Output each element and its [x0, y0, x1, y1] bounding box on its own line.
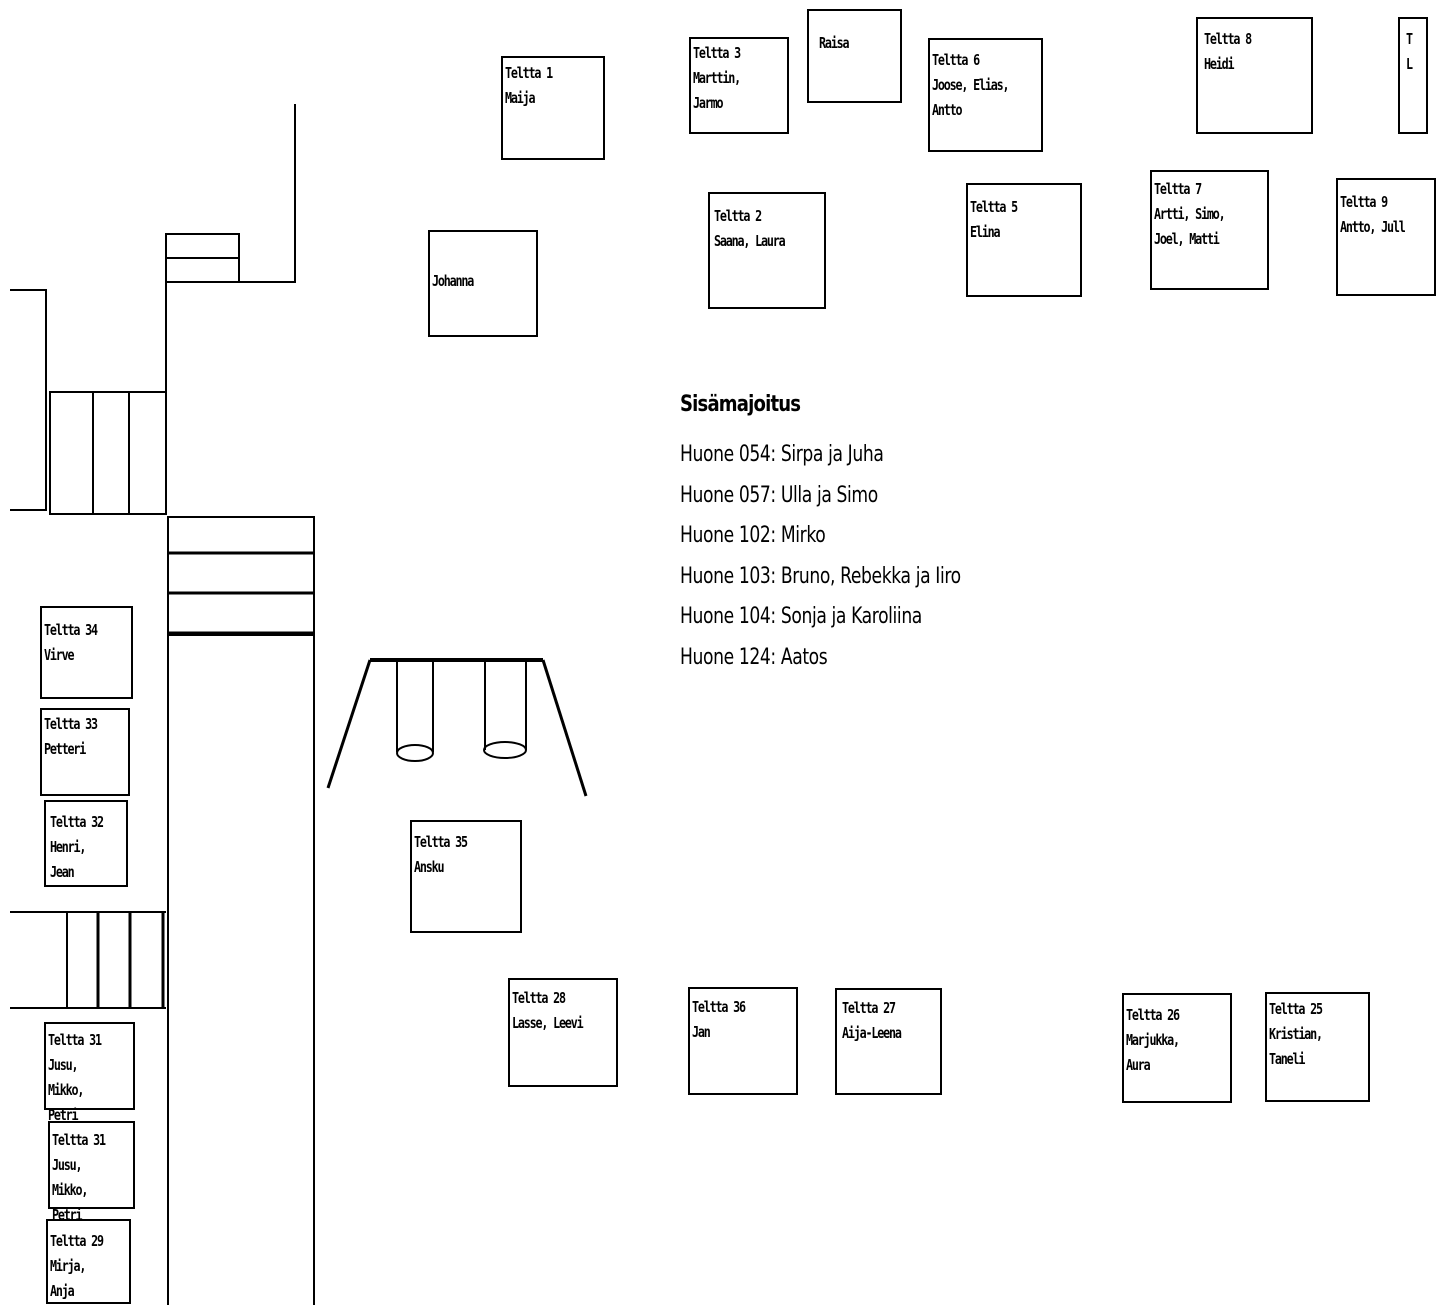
tent-28: Teltta 28 Lasse, Leevi — [508, 978, 618, 1087]
tent-label: Teltta 32 Henri, Jean — [50, 813, 104, 881]
room-item: Huone 102: Mirko — [680, 523, 826, 548]
tent-5: Teltta 5 Elina — [966, 183, 1082, 297]
tent-label: Teltta 31 Jusu, Mikko, Petri — [48, 1031, 102, 1124]
indoor-title: Sisämajoitus — [680, 392, 801, 417]
entrance-step — [165, 233, 240, 259]
room-item: Huone 057: Ulla ja Simo — [680, 482, 878, 508]
tent-label: Teltta 5 Elina — [970, 198, 1018, 241]
tent-label: Teltta 1 Maija — [505, 64, 553, 107]
tent-raisa: Raisa — [807, 9, 902, 103]
tent-johanna: Johanna — [428, 230, 538, 337]
tent-label: Teltta 34 Virve — [44, 621, 98, 664]
corridor-steps — [167, 516, 315, 636]
tent-label: Teltta 3 Marttin, Jarmo — [693, 44, 741, 112]
tent-label: Teltta 36 Jan — [692, 998, 746, 1041]
room-item: Huone 104: Sonja ja Karoliina — [680, 604, 922, 629]
tent-32: Teltta 32 Henri, Jean — [44, 800, 128, 887]
tent-2: Teltta 2 Saana, Laura — [708, 192, 826, 309]
building-outline-upper — [165, 104, 296, 515]
tent-label: Teltta 7 Artti, Simo, Joel, Matti — [1154, 180, 1226, 248]
room-item: Huone 124: Aatos — [680, 644, 828, 670]
tent-27: Teltta 27 Aija-Leena — [835, 988, 942, 1095]
tent-label: Teltta 28 Lasse, Leevi — [512, 989, 584, 1032]
tent-7: Teltta 7 Artti, Simo, Joel, Matti — [1150, 170, 1269, 290]
room-item: Huone 054: Sirpa ja Juha — [680, 442, 884, 467]
tent-label: Raisa — [819, 34, 850, 52]
stairs-upper — [49, 391, 167, 515]
tent-edge: T L — [1398, 17, 1428, 134]
tent-label: Teltta 29 Mirja, Anja — [50, 1232, 104, 1300]
tent-31: Teltta 31 Jusu, Mikko, Petri — [44, 1022, 135, 1124]
tent-3: Teltta 3 Marttin, Jarmo — [689, 37, 789, 134]
tent-label: Teltta 25 Kristian, Taneli — [1269, 1000, 1323, 1068]
tent-label: Johanna — [432, 272, 474, 290]
tent-label: Teltta 6 Joose, Elias, Antto — [932, 51, 1010, 119]
tent-label: Teltta 27 Aija-Leena — [842, 999, 902, 1042]
tent-label: Teltta 8 Heidi — [1204, 30, 1252, 73]
tent-33: Teltta 33 Petteri — [40, 708, 130, 796]
indoor-accommodation: Sisämajoitus Huone 054: Sirpa ja Juha Hu… — [680, 392, 1080, 678]
tent-1: Teltta 1 Maija — [501, 56, 605, 160]
tent-34: Teltta 34 Virve — [40, 606, 133, 699]
tent-label: Teltta 31 Jusu, Mikko, Petri — [52, 1131, 106, 1224]
room-item: Huone 103: Bruno, Rebekka ja Iiro — [680, 563, 961, 589]
tent-6: Teltta 6 Joose, Elias, Antto — [928, 38, 1043, 152]
tent-label: Teltta 35 Ansku — [414, 833, 468, 876]
tent-label: Teltta 26 Marjukka, Aura — [1126, 1006, 1180, 1074]
tent-label: Teltta 2 Saana, Laura — [714, 207, 786, 250]
tent-36: Teltta 36 Jan — [688, 987, 798, 1095]
room-list: Huone 054: Sirpa ja Juha Huone 057: Ulla… — [680, 435, 1080, 678]
tent-29: Teltta 29 Mirja, Anja — [46, 1219, 131, 1304]
tent-label: Teltta 33 Petteri — [44, 715, 98, 758]
tent-25: Teltta 25 Kristian, Taneli — [1265, 992, 1370, 1102]
tent-31-duplicate: Teltta 31 Jusu, Mikko, Petri — [48, 1121, 135, 1224]
tent-label: T L — [1406, 30, 1413, 73]
tent-8: Teltta 8 Heidi — [1196, 17, 1313, 134]
entrance-step — [165, 257, 240, 283]
tent-26: Teltta 26 Marjukka, Aura — [1122, 993, 1232, 1103]
tent-35: Teltta 35 Ansku — [410, 820, 522, 933]
swing-set — [326, 658, 588, 797]
tent-9: Teltta 9 Antto, Jull — [1336, 178, 1436, 296]
tent-label: Teltta 9 Antto, Jull — [1340, 193, 1406, 236]
side-wall — [10, 289, 47, 511]
